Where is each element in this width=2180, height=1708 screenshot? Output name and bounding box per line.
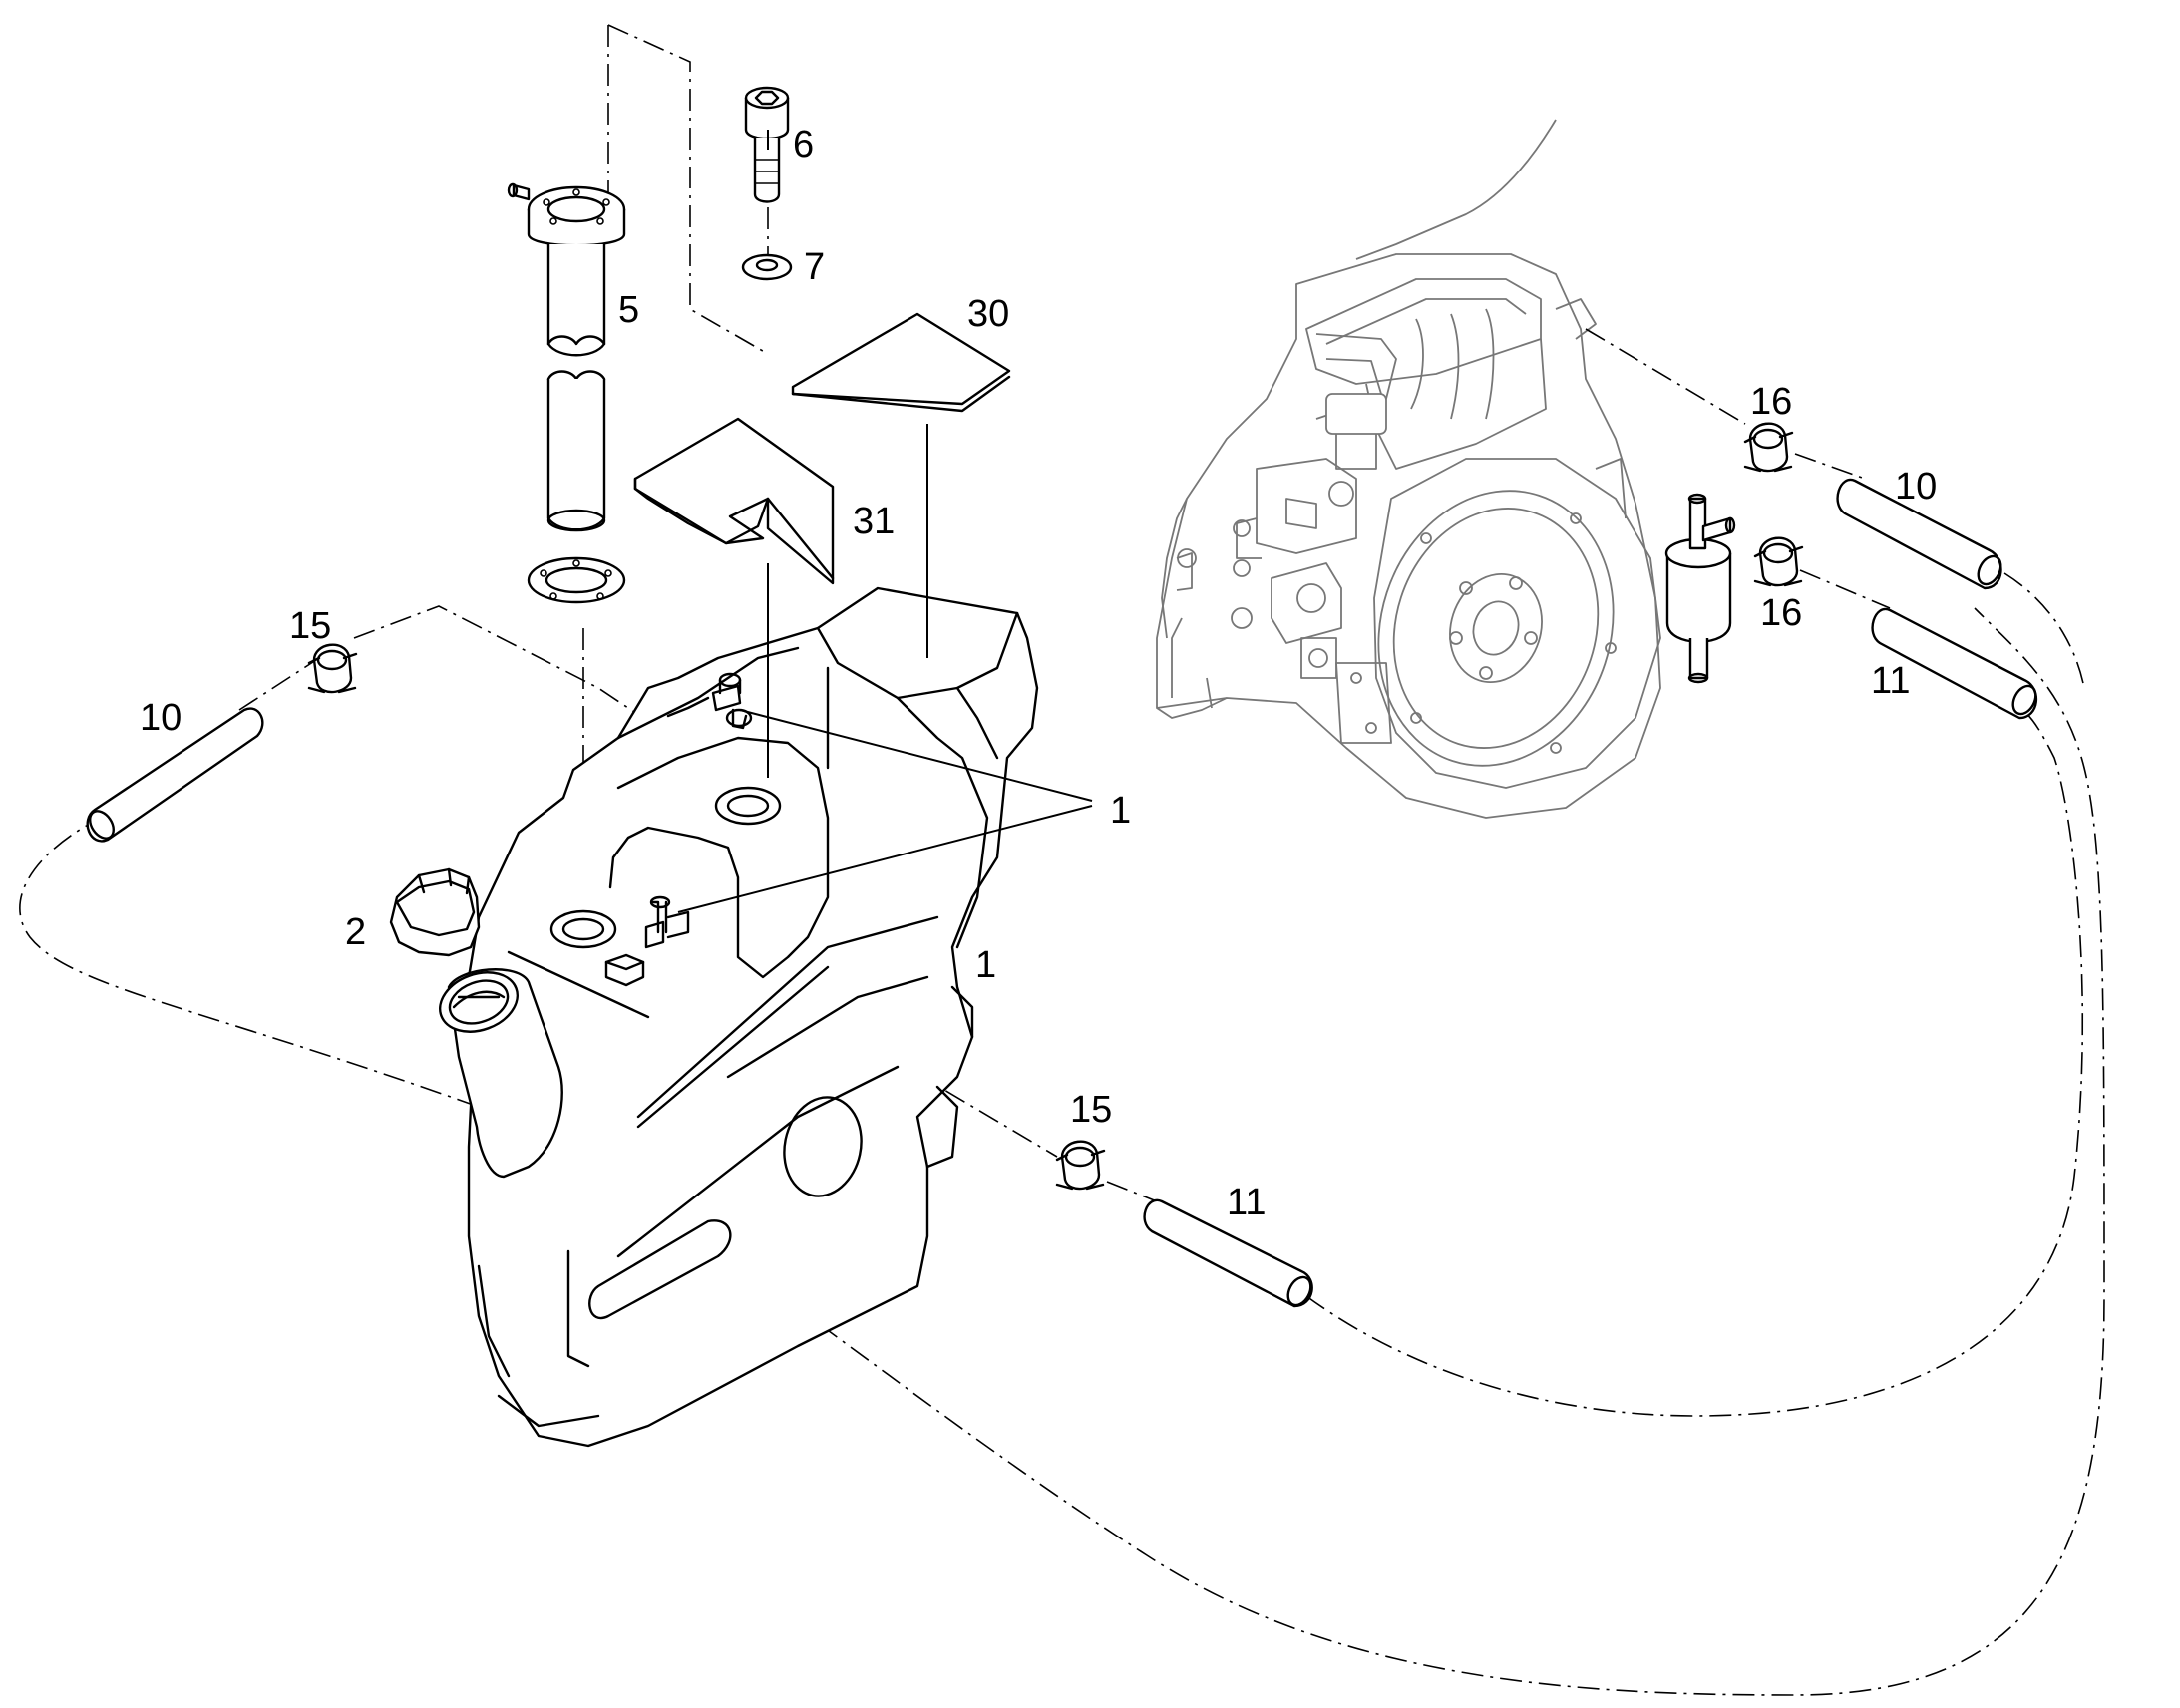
callout-tank-fittings: 1 [1110,790,1131,832]
bracket [633,417,835,585]
hose-10-right [1836,478,2002,590]
callout-bracket: 31 [853,501,895,542]
screw [744,86,790,203]
clamp-15-bottom [1055,1140,1106,1191]
callout-clamp-16-bottom: 16 [1760,592,1802,634]
callout-washer: 7 [804,246,825,288]
callout-labels: 1 1 2 5 6 7 10 10 11 11 15 15 16 16 30 3… [140,124,1937,1223]
fuel-tank [439,586,1039,1448]
callout-clamp-15-bottom: 15 [1070,1089,1112,1131]
callout-clamp-16-top: 16 [1750,381,1792,423]
tank-cap [389,867,481,957]
fuel-lines [19,24,2105,1696]
callout-cap: 2 [345,911,366,953]
plate [791,312,1011,658]
callout-plate: 30 [967,293,1009,335]
hose-11-bottom [1143,1198,1313,1308]
leader-lines [677,130,1093,913]
callout-hose-11-right: 11 [1871,660,1910,702]
clamp-15-left [307,643,358,694]
callout-tank: 1 [975,944,996,986]
callout-sender: 5 [618,289,639,331]
fuel-filter [1664,493,1736,684]
callout-clamp-15-left: 15 [289,605,331,647]
callout-hose-11-bottom: 11 [1227,1182,1266,1223]
washer [741,253,793,281]
callout-hose-10-left: 10 [140,697,182,739]
engine-illustration [1156,119,1661,819]
fuel-sender [507,182,626,604]
hose-11-right [1871,607,2038,720]
clamp-16-top [1743,422,1794,473]
hose-10-left [86,707,264,843]
clamp-16-bottom [1753,536,1804,587]
callout-screw: 6 [793,124,814,166]
callout-hose-10-right: 10 [1895,466,1937,508]
